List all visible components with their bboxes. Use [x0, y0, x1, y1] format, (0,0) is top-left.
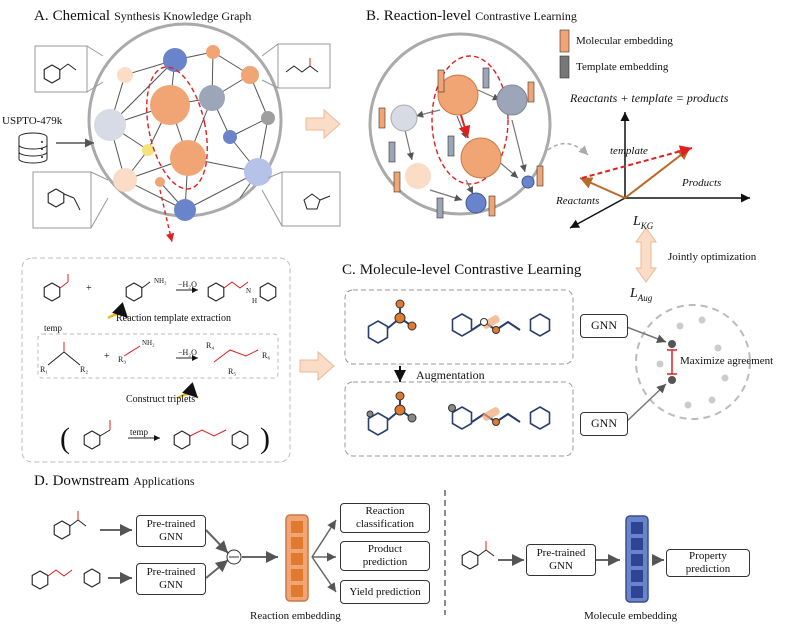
loss-kg-label: LKG — [633, 214, 654, 231]
pretrained-gnn-box-2: Pre-trained GNN — [136, 563, 206, 595]
database-icon — [18, 132, 48, 164]
vector-diagram — [569, 112, 750, 229]
product-prediction-box: Product prediction — [340, 541, 430, 571]
r4-label: R₄ — [206, 341, 215, 350]
gnn-bottom-box: GNN — [580, 412, 628, 436]
section-d-title-small: Applications — [133, 474, 195, 488]
section-c-title: Molecule-level Contrastive Learning — [359, 262, 582, 278]
r3-label: R₃ — [118, 355, 127, 364]
amine-label: NH₂ — [154, 277, 167, 285]
jointly-arrow — [635, 227, 657, 283]
extraction-label: Reaction template extraction — [116, 313, 231, 324]
triplet-close-paren: ) — [260, 422, 270, 455]
temp-label: temp — [44, 323, 62, 333]
section-a-title-big: Chemical — [52, 8, 111, 24]
r6-label: R₆ — [262, 351, 271, 360]
reaction-embedding-label: Reaction embedding — [250, 610, 341, 622]
yield-prediction-box: Yield prediction — [340, 580, 430, 604]
triplet-open-paren: ( — [60, 422, 70, 455]
imine-n-label: N — [246, 287, 252, 295]
water-label-1: −H₂O — [178, 280, 197, 289]
section-d-heading: D. Downstream Applications — [34, 473, 195, 489]
gnn-top-box: GNN — [580, 314, 628, 338]
section-a-letter: A. — [34, 8, 49, 24]
r5-label: R₅ — [228, 367, 237, 376]
downstream — [31, 490, 664, 615]
pretrained-gnn-box-1: Pre-trained GNN — [136, 515, 206, 547]
triplet-label: Construct triplets — [126, 394, 196, 405]
plus-sign-2: + — [104, 351, 110, 362]
template-panel — [21, 257, 291, 463]
property-prediction-box: Property prediction — [666, 549, 750, 577]
temp-arrow-label: temp — [130, 427, 148, 437]
vector-reactants-label: Reactants — [556, 195, 600, 207]
amine-label-2: NH₂ — [142, 339, 155, 347]
a-to-b-arrow — [305, 108, 341, 140]
embedding-glyphs — [378, 67, 544, 219]
section-d-title-big: Downstream — [52, 473, 130, 489]
r2-label: R₂ — [80, 365, 89, 374]
legend-template-label: Template embedding — [576, 61, 669, 73]
loss-aug-label: LAug — [630, 286, 653, 303]
section-a-title-small: Synthesis Knowledge Graph — [114, 9, 252, 23]
section-b-heading: B. Reaction-level Contrastive Learning — [366, 8, 577, 24]
imine-h-label: H — [252, 297, 258, 305]
vector-products-label: Products — [682, 177, 722, 189]
pretrained-gnn-box-3: Pre-trained GNN — [526, 544, 596, 576]
panel-to-c-arrow — [299, 350, 335, 382]
section-d-letter: D. — [34, 473, 49, 489]
plus-sign-1: + — [86, 283, 92, 294]
dataset-label: USPTO-479k — [2, 115, 63, 127]
molecule-embedding-label: Molecule embedding — [584, 610, 678, 622]
legend-molecular-label: Molecular embedding — [576, 35, 673, 47]
section-c-letter: C. — [342, 262, 356, 278]
section-a-heading: A. Chemical Synthesis Knowledge Graph — [34, 8, 251, 24]
maximize-label: Maximize agreement — [680, 355, 774, 367]
reaction-classification-box: Reaction classification — [340, 503, 430, 533]
augmentation-label: Augmentation — [416, 368, 485, 382]
section-b-letter: B. — [366, 8, 380, 24]
equation-label: Reactants + template = products — [570, 91, 729, 105]
section-c-heading: C. Molecule-level Contrastive Learning — [342, 262, 581, 278]
reaction-graph — [368, 32, 589, 219]
knowledge-graph — [18, 22, 341, 243]
r1-label: R₁ — [40, 365, 49, 374]
vector-template-label: template — [610, 145, 648, 157]
molecule-contrastive — [344, 289, 751, 457]
section-b-title-small: Contrastive Learning — [475, 9, 577, 23]
legend-template-glyph — [559, 55, 570, 79]
section-b-title-big: Reaction-level — [383, 8, 472, 24]
jointly-label: Jointly optimization — [668, 251, 757, 263]
water-label-2: −H₂O — [178, 348, 197, 357]
legend-molecular-glyph — [559, 29, 570, 53]
